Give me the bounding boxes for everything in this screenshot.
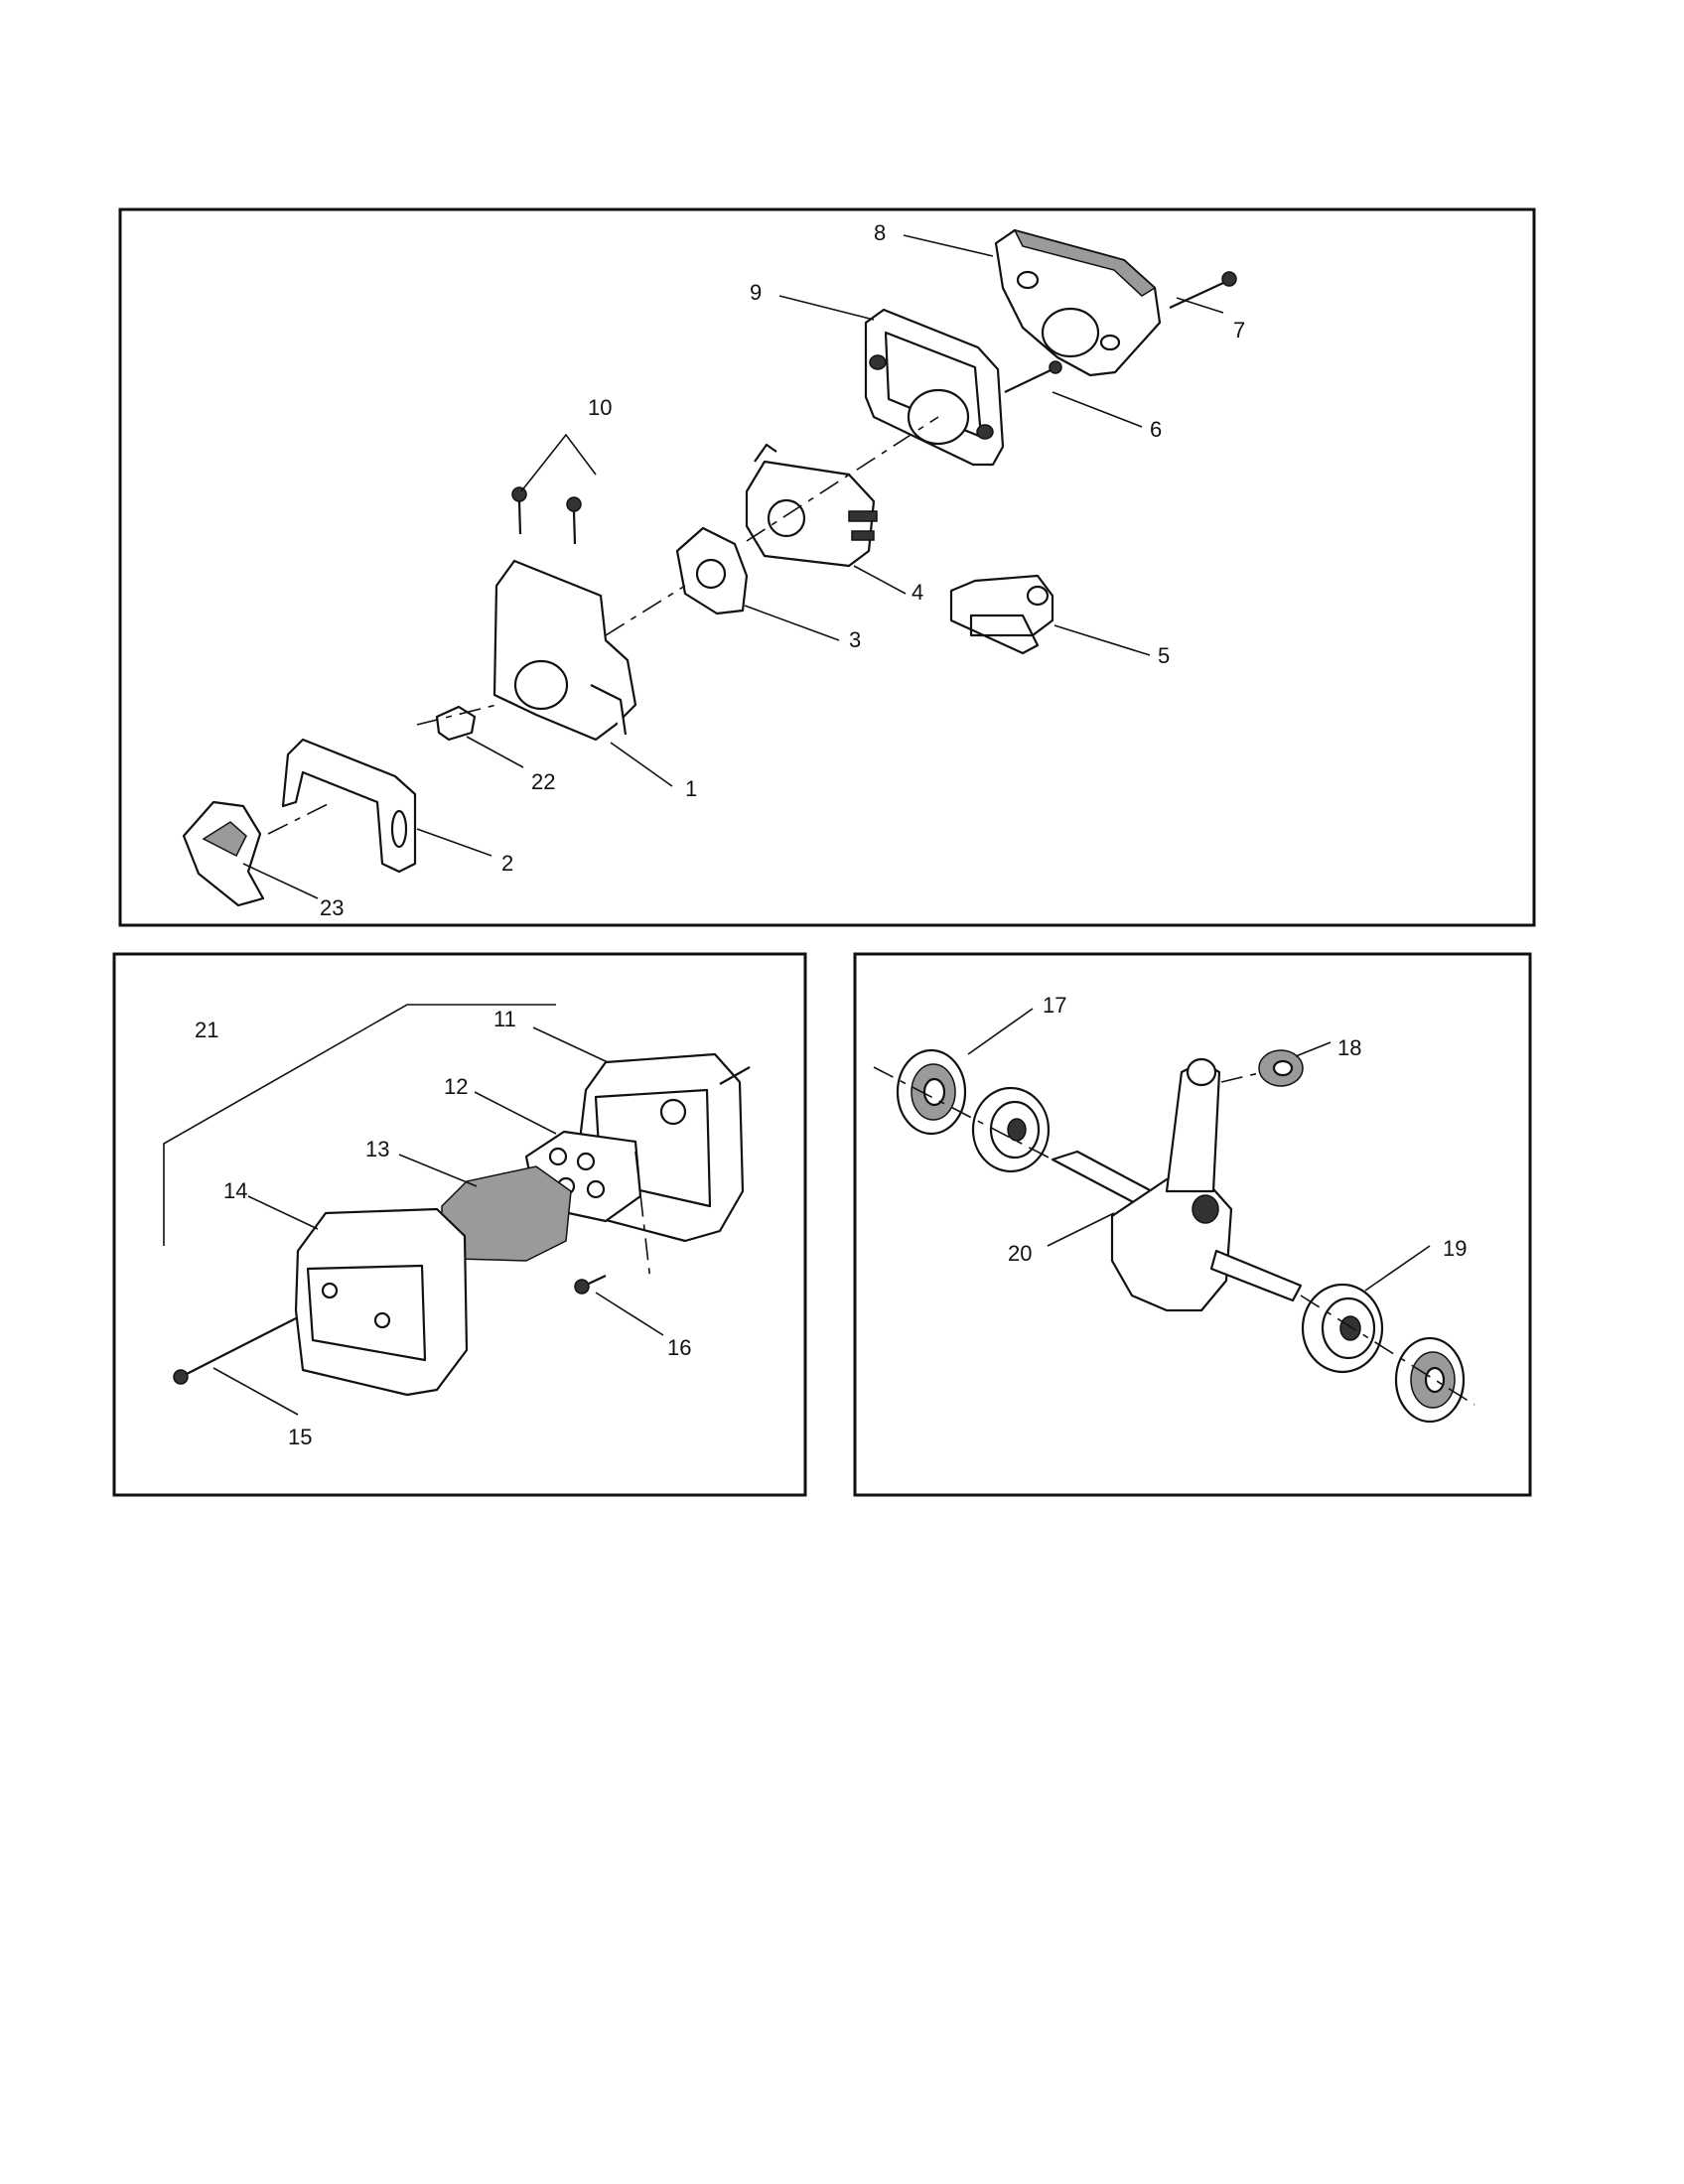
callout-11: 11: [493, 1007, 516, 1031]
axis-line-4: [267, 803, 329, 835]
callout-3: 3: [849, 627, 861, 652]
callout-20: 20: [1008, 1241, 1032, 1266]
callout-18: 18: [1337, 1035, 1361, 1060]
axis-line-6: [873, 1066, 1053, 1160]
bracket-2-part: [281, 738, 417, 874]
needle-bearing-18-part: [1258, 1049, 1304, 1087]
bolt-15-part: [173, 1317, 297, 1385]
air-filter-plate-part: [864, 308, 1005, 467]
axis-line-8: [1220, 1071, 1264, 1083]
callout-22: 22: [531, 769, 555, 794]
screw-6-part: [1004, 360, 1062, 393]
callout-15: 15: [288, 1425, 312, 1449]
screw-7-part: [1169, 271, 1237, 309]
seal-17a-part: [896, 1048, 967, 1136]
callout-16: 16: [667, 1335, 691, 1360]
seal-19b-part: [1394, 1336, 1466, 1424]
panel-bottom-right-frame: [853, 952, 1532, 1497]
screws-10-part: [511, 486, 582, 545]
callout-8: 8: [874, 220, 886, 245]
screw-16-part: [574, 1275, 607, 1295]
callout-12: 12: [444, 1074, 468, 1099]
callout-14: 14: [223, 1178, 247, 1203]
bracket-5-part: [949, 574, 1054, 655]
muffler-cover-14-part: [294, 1207, 469, 1397]
callout-5: 5: [1158, 643, 1170, 668]
callout-2: 2: [501, 851, 513, 876]
air-filter-cover-part: [994, 228, 1162, 377]
axis-line-2: [746, 416, 939, 542]
clip-23-part: [182, 800, 265, 907]
leader-lines: [212, 234, 1431, 1416]
callout-13: 13: [365, 1137, 389, 1161]
callout-7: 7: [1233, 318, 1245, 342]
crankshaft-20-part: [1051, 1057, 1303, 1312]
callout-9: 9: [750, 280, 762, 305]
callout-4: 4: [912, 580, 923, 605]
carburetor-part: [745, 443, 878, 568]
axis-line-1: [605, 585, 686, 636]
axis-line-7: [1300, 1295, 1475, 1406]
axis-line-3: [416, 704, 497, 726]
panel-top-frame: [118, 207, 1536, 927]
gasket-part: [675, 526, 749, 615]
callout-6: 6: [1150, 417, 1162, 442]
bearing-17-part: [971, 1086, 1051, 1173]
callout-1: 1: [685, 776, 697, 801]
callout-19: 19: [1443, 1236, 1467, 1261]
callout-23: 23: [320, 895, 344, 920]
callout-10: 10: [588, 395, 612, 420]
assembly-bracket-21: [163, 1004, 556, 1246]
callout-21: 21: [195, 1018, 218, 1042]
bearing-19-part: [1301, 1283, 1384, 1374]
housing-1-part: [492, 559, 637, 742]
axis-line-5: [634, 1151, 651, 1282]
panel-bottom-left-frame: [112, 952, 807, 1497]
fitting-22-part: [435, 705, 477, 742]
callout-17: 17: [1043, 993, 1066, 1018]
